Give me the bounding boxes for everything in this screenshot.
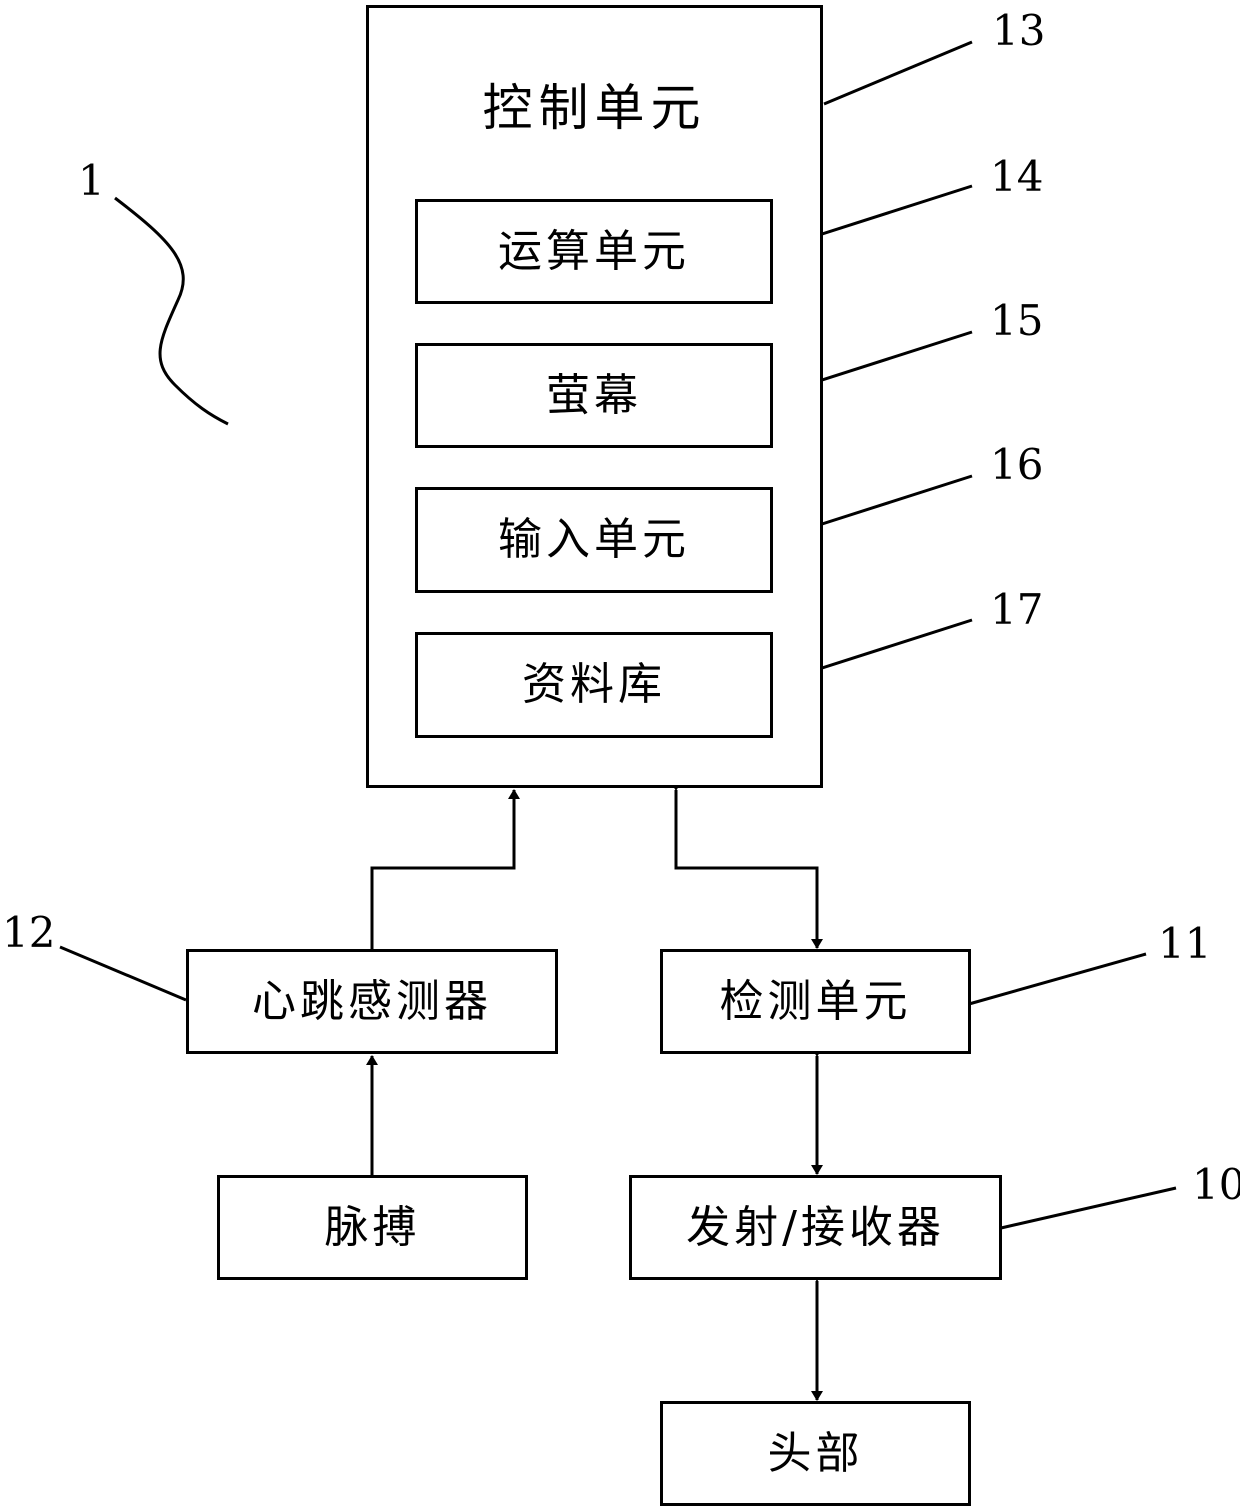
database-box: 资料库 — [415, 632, 773, 738]
detection-unit-label: 检测单元 — [720, 980, 912, 1024]
ref-numeral-1: 1 — [78, 160, 105, 202]
leader-line-13 — [824, 42, 972, 104]
ref-numeral-17: 17 — [990, 589, 1043, 631]
input-unit-box: 输入单元 — [415, 487, 773, 593]
system-squiggle — [115, 198, 228, 424]
ref-numeral-16: 16 — [990, 444, 1043, 486]
screen-label: 萤幕 — [546, 374, 642, 418]
arrow-control-detection — [676, 790, 817, 948]
pulse-label: 脉搏 — [325, 1206, 421, 1250]
screen-box: 萤幕 — [415, 343, 773, 448]
database-label: 资料库 — [522, 663, 666, 707]
leader-line-10 — [1001, 1188, 1176, 1228]
input-unit-label: 输入单元 — [498, 518, 690, 562]
arithmetic-unit-label: 运算单元 — [498, 230, 690, 274]
transceiver-box: 发射/接收器 — [629, 1175, 1002, 1280]
ref-numeral-10: 10 — [1192, 1164, 1240, 1206]
head-box: 头部 — [660, 1401, 971, 1506]
pulse-box: 脉搏 — [217, 1175, 528, 1280]
control-unit-label: 控制单元 — [369, 83, 820, 133]
leader-line-11 — [969, 954, 1146, 1004]
ref-numeral-14: 14 — [990, 156, 1043, 198]
ref-numeral-12: 12 — [2, 912, 55, 954]
leader-line-12 — [60, 947, 186, 1000]
detection-unit-box: 检测单元 — [660, 949, 971, 1054]
arrow-heartbeat-to-control — [372, 790, 514, 950]
heartbeat-sensor-label: 心跳感测器 — [252, 980, 492, 1024]
head-label: 头部 — [768, 1432, 864, 1476]
ref-numeral-15: 15 — [990, 300, 1043, 342]
heartbeat-sensor-box: 心跳感测器 — [186, 949, 558, 1054]
ref-numeral-13: 13 — [992, 10, 1045, 52]
transceiver-label: 发射/接收器 — [686, 1206, 945, 1250]
ref-numeral-11: 11 — [1158, 923, 1211, 965]
arithmetic-unit-box: 运算单元 — [415, 199, 773, 304]
